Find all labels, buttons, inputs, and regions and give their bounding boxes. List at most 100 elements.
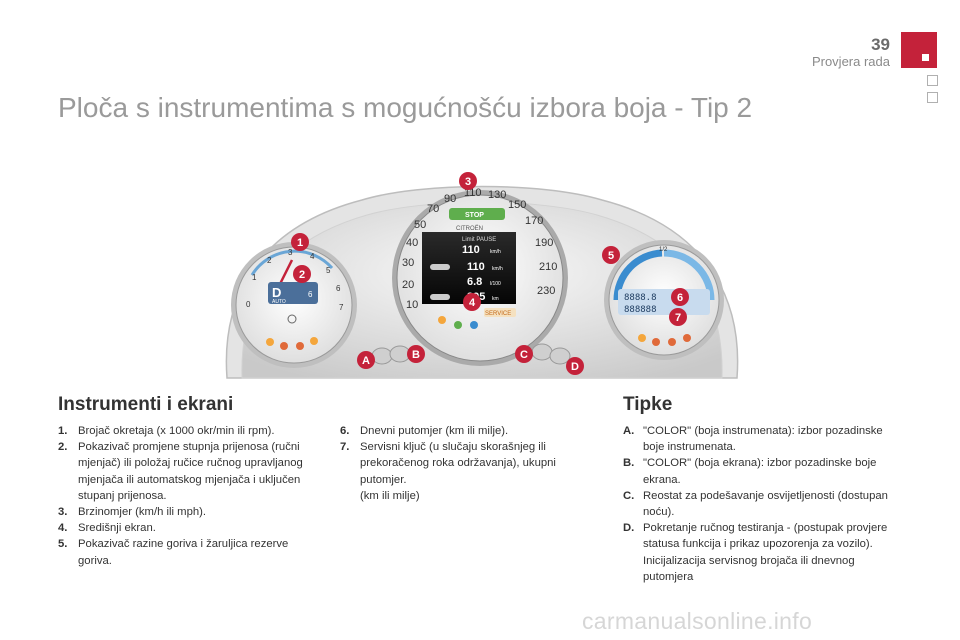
chapter-tab[interactable] <box>927 92 938 103</box>
speed-tick: 20 <box>402 279 414 291</box>
list-item: 3. Brzinomjer (km/h ili mph). <box>58 504 320 520</box>
test-button <box>549 347 571 365</box>
instruments-list-left: 1.Brojač okretaja (x 1000 okr/min ili rp… <box>58 423 320 569</box>
callout-marker <box>459 172 477 190</box>
buttons-section-title: Tipke <box>623 394 673 415</box>
list-item: B. "COLOR" (boja ekrana): izbor pozadinsk… <box>623 455 893 487</box>
item-key: 3. <box>58 506 68 519</box>
screen-value: 110 <box>462 244 480 256</box>
callout-label: 5 <box>608 250 614 262</box>
list-item: D. Pokretanje ručnog testiranja - (postup… <box>623 520 893 552</box>
list-item: 6.Dnevni putomjer (km ili milje). <box>340 423 580 439</box>
tacho-tick: 0 <box>246 300 251 309</box>
instruments-list-right: 6.Dnevni putomjer (km ili milje). 7.Serv… <box>340 423 580 504</box>
gear-suffix: 6 <box>308 290 313 299</box>
car-icon <box>430 264 450 270</box>
list-item: 5.Pokazivač razine goriva i žaruljica re… <box>58 536 320 568</box>
screen-value: 6.8 <box>467 276 482 288</box>
gear-mode: AUTO <box>272 299 286 305</box>
screen-unit: km/h <box>492 266 503 272</box>
callout-marker <box>566 357 584 375</box>
callout-marker <box>669 308 687 326</box>
tacho-tick: 4 <box>310 252 315 261</box>
item-key: 2. <box>58 441 68 454</box>
list-item: Inicijalizacija servisnog brojača ili dn… <box>623 553 893 585</box>
list-item: 2. Pokazivač promjene stupnja prijenosa (… <box>58 439 320 504</box>
screen-value: 110 <box>467 261 485 273</box>
callout-label: 6 <box>677 292 683 304</box>
item-text: Brzinomjer (km/h ili mph). <box>78 506 207 519</box>
item-text: Servisni ključ (u slučaju skorašnjeg ili… <box>360 441 556 486</box>
chapter-tab-active[interactable] <box>901 32 937 68</box>
tacho-tick: 7 <box>339 303 344 312</box>
fuel-half-label: 1/2 <box>659 247 668 253</box>
car-icon <box>430 294 450 300</box>
item-key: 1. <box>58 425 68 437</box>
tacho-needle <box>278 259 294 285</box>
speed-tick: 10 <box>406 299 418 311</box>
item-text: "COLOR" (boja ekrana): izbor pozadinske … <box>643 457 877 486</box>
callout-label: A <box>362 355 370 367</box>
warning-lamp-icon <box>470 321 478 329</box>
speed-tick: 150 <box>508 199 526 211</box>
item-key: D. <box>623 522 635 535</box>
tacho-tick: 6 <box>336 284 341 293</box>
list-item: 4. Središnji ekran. <box>58 520 320 536</box>
buttons-list: A. "COLOR" (boja instrumenata): izbor poz… <box>623 423 893 585</box>
warning-lamp-icon <box>683 334 691 342</box>
list-item: 7.Servisni ključ (u slučaju skorašnjeg i… <box>340 439 580 488</box>
item-key: 6. <box>340 425 350 437</box>
item-key: 5. <box>58 538 68 551</box>
callout-label: B <box>412 349 420 361</box>
total-odometer-readout: 888888 <box>624 305 657 315</box>
callout-label: D <box>571 361 579 373</box>
speed-tick: 110 <box>464 187 482 199</box>
item-text: Inicijalizacija servisnog brojača ili dn… <box>643 554 855 583</box>
screen-unit: l/100 <box>490 281 501 287</box>
warning-lamp-icon <box>280 342 288 350</box>
item-text: (km ili milje) <box>360 489 420 502</box>
color-instrument-button <box>371 347 393 365</box>
callout-label: 7 <box>675 312 681 324</box>
callout-marker <box>515 345 533 363</box>
instrument-cluster-illustration: 0 1 2 3 4 5 6 7 D AUTO 6 1/2 8888.8 <box>222 160 742 390</box>
list-item: A. "COLOR" (boja instrumenata): izbor poz… <box>623 423 893 455</box>
item-key: A. <box>623 425 635 437</box>
speed-tick: 130 <box>488 189 506 201</box>
speedometer-gauge: 10 20 30 40 50 70 90 110 130 150 170 190… <box>392 187 568 366</box>
warning-lamp-icon <box>438 316 446 324</box>
item-key: C. <box>623 489 635 502</box>
warning-lamp-icon <box>310 337 318 345</box>
list-item: (km ili milje) <box>340 488 580 504</box>
callout-marker <box>671 288 689 306</box>
brand-label: CITROËN <box>456 225 483 232</box>
warning-lamp-icon <box>652 338 660 346</box>
warning-lamp-icon <box>454 321 462 329</box>
tacho-tick: 1 <box>252 273 257 282</box>
instruments-section-title: Instrumenti i ekrani <box>58 394 234 415</box>
brightness-rheostat-button <box>531 343 553 361</box>
speed-tick: 50 <box>414 219 426 231</box>
page-title: Ploča s instrumentima s mogućnošću izbor… <box>58 92 753 123</box>
warning-lamp-icon <box>266 338 274 346</box>
item-text: Pokazivač promjene stupnja prijenosa (ru… <box>78 441 303 502</box>
item-key: 4. <box>58 522 68 535</box>
item-text: "COLOR" (boja instrumenata): izbor pozad… <box>643 425 883 454</box>
square-icon <box>922 54 929 61</box>
warning-lamp-icon <box>296 342 304 350</box>
chapter-tab[interactable] <box>927 75 938 86</box>
speed-tick: 190 <box>535 237 553 249</box>
stop-indicator: STOP <box>465 212 484 219</box>
item-text: Središnji ekran. <box>78 522 156 535</box>
item-text: Pokretanje ručnog testiranja - (postupak… <box>643 522 888 551</box>
speed-tick: 30 <box>402 257 414 269</box>
tachometer-gauge: 0 1 2 3 4 5 6 7 D AUTO 6 <box>231 242 357 368</box>
tacho-tick: 2 <box>267 256 272 265</box>
list-item: C. Reostat za podešavanje osvijetljenosti… <box>623 488 893 520</box>
section-name: Provjera rada <box>811 54 890 69</box>
speed-tick: 70 <box>427 203 439 215</box>
item-text: Reostat za podešavanje osvijetljenosti (… <box>643 489 888 519</box>
item-key: B. <box>623 457 635 470</box>
speed-tick: 90 <box>444 193 456 205</box>
speed-tick: 40 <box>406 237 418 249</box>
